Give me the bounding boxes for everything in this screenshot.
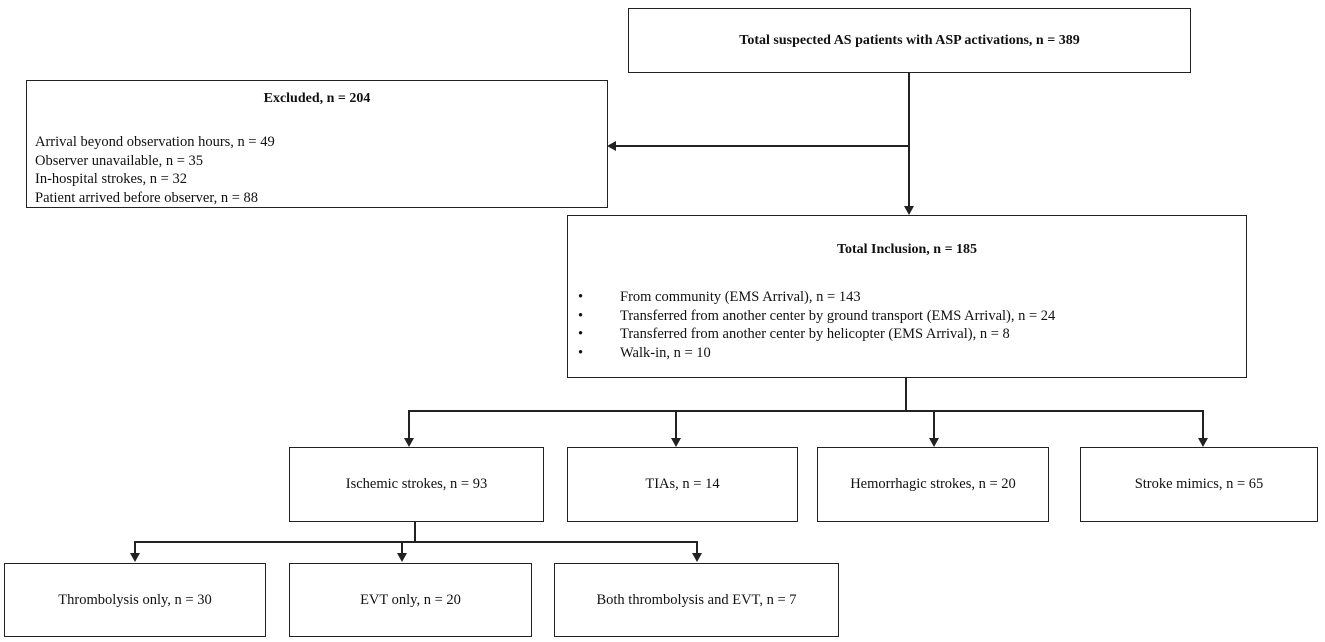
inclusion-item-text: Walk-in, n = 10: [620, 344, 711, 361]
evt-only-label: EVT only, n = 20: [360, 591, 461, 608]
excluded-item: In-hospital strokes, n = 32: [35, 171, 187, 187]
connector-cat2: [675, 410, 677, 439]
inclusion-item: • Walk-in, n = 10: [578, 344, 1055, 363]
connector-treat2: [401, 541, 403, 555]
inclusion-item-text: Transferred from another center by groun…: [620, 307, 1056, 324]
arrow-to-inclusion: [904, 206, 914, 215]
connector-categories-horizontal: [408, 410, 1203, 412]
arrow-to-both: [692, 553, 702, 562]
tias-label: TIAs, n = 14: [645, 476, 720, 492]
inclusion-item-text: Transferred from another center by helic…: [620, 326, 1010, 342]
both-thrombolysis-evt-label: Both thrombolysis and EVT, n = 7: [596, 591, 797, 608]
stroke-mimics-label: Stroke mimics, n = 65: [1134, 476, 1264, 492]
connector-treat3: [696, 541, 698, 555]
connector-exclusion-horizontal: [614, 145, 909, 147]
connector-cat4: [1202, 410, 1204, 439]
total-inclusion-box: Total Inclusion, n = 185 • From communit…: [567, 215, 1247, 378]
thrombolysis-only-label: Thrombolysis only, n = 30: [58, 591, 212, 608]
inclusion-item: • Transferred from another center by gro…: [578, 307, 1055, 326]
connector-top-vertical: [908, 72, 910, 207]
hemorrhagic-strokes-box: Hemorrhagic strokes, n = 20: [817, 447, 1049, 522]
tias-box: TIAs, n = 14: [567, 447, 798, 522]
excluded-item: Patient arrived before observer, n = 88: [35, 189, 259, 206]
connector-treat1: [134, 541, 136, 555]
bullet: •: [578, 289, 584, 305]
excluded-title: Excluded, n = 204: [263, 91, 371, 106]
hemorrhagic-strokes-label: Hemorrhagic strokes, n = 20: [850, 476, 1016, 492]
arrow-to-hemorrhagic: [929, 438, 939, 447]
bullet: •: [578, 344, 584, 361]
excluded-item: Observer unavailable, n = 35: [35, 152, 204, 169]
inclusion-title: Total Inclusion, n = 185: [836, 242, 978, 257]
arrow-to-excluded: [607, 141, 616, 151]
ischemic-strokes-box: Ischemic strokes, n = 93: [289, 447, 544, 522]
bullet: •: [578, 326, 584, 342]
connector-ischemic-vertical: [414, 521, 416, 542]
excluded-list: Arrival beyond observation hours, n = 49…: [35, 133, 275, 207]
ischemic-strokes-label: Ischemic strokes, n = 93: [345, 476, 488, 492]
stroke-mimics-box: Stroke mimics, n = 65: [1080, 447, 1318, 522]
connector-cat1: [408, 410, 410, 439]
inclusion-list: • From community (EMS Arrival), n = 143 …: [578, 288, 1055, 362]
thrombolysis-only-box: Thrombolysis only, n = 30: [4, 563, 266, 637]
connector-treatments-horizontal: [134, 541, 697, 543]
connector-cat3: [933, 410, 935, 439]
inclusion-item-text: From community (EMS Arrival), n = 143: [620, 289, 861, 305]
excluded-box: Excluded, n = 204 Arrival beyond observa…: [26, 80, 608, 208]
arrow-to-ischemic: [404, 438, 414, 447]
total-suspected-box: Total suspected AS patients with ASP act…: [628, 8, 1191, 73]
excluded-item: Arrival beyond observation hours, n = 49: [35, 134, 275, 150]
arrow-to-evt: [397, 553, 407, 562]
evt-only-box: EVT only, n = 20: [289, 563, 532, 637]
connector-inclusion-vertical: [905, 377, 907, 411]
inclusion-item: • Transferred from another center by hel…: [578, 325, 1055, 344]
total-suspected-label: Total suspected AS patients with ASP act…: [739, 32, 1080, 48]
bullet: •: [578, 307, 584, 324]
arrow-to-mimics: [1198, 438, 1208, 447]
both-thrombolysis-evt-box: Both thrombolysis and EVT, n = 7: [554, 563, 839, 637]
arrow-to-tias: [671, 438, 681, 447]
arrow-to-thrombolysis: [130, 553, 140, 562]
inclusion-item: • From community (EMS Arrival), n = 143: [578, 288, 1055, 307]
